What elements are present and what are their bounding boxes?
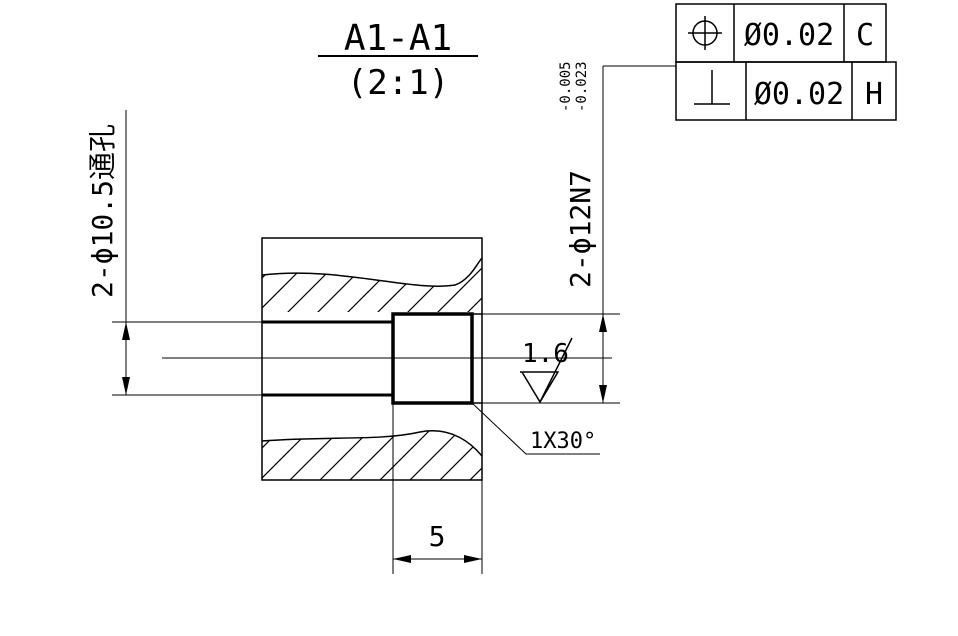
surface-roughness: 1.6 [520,337,573,404]
part-outline [261,237,483,481]
datum-c: C [856,18,874,53]
arrow-down-icon [599,385,607,403]
datum-h: H [865,77,883,112]
scale-label: (2:1) [347,63,449,103]
tolerance-upper: -0.005 [558,61,574,112]
chamfer-callout: 1X30° [471,402,600,455]
arrow-right-icon [464,555,482,563]
arrow-down-icon [122,377,130,395]
arrow-up-icon [122,322,130,340]
leader-line [471,402,600,455]
through-hole-dimension: 2-ϕ10.5通孔 [86,110,262,396]
arrow-up-icon [599,314,607,332]
section-title: A1-A1 (2:1) [318,18,478,103]
part-section [261,237,483,481]
position-icon [688,16,722,50]
roughness-value: 1.6 [522,339,569,369]
depth-value: 5 [429,520,446,553]
depth-dimension: 5 [392,403,483,574]
chamfer-label: 1X30° [530,429,596,454]
break-line-bottom [261,430,483,457]
counterbore-dimension: 2-ϕ12N7 -0.005 -0.023 [482,61,676,404]
perpendicularity-tolerance: Ø0.02 [754,77,844,112]
roughness-icon [520,337,573,404]
through-hole-edges [262,320,393,397]
tolerance-lower: -0.023 [574,61,590,112]
break-line-top [261,257,483,287]
perpendicularity-icon [694,70,730,105]
feature-control-frame: Ø0.02 C Ø0.02 H [675,3,897,121]
hatch-top [262,258,482,312]
position-tolerance: Ø0.02 [744,18,834,53]
section-label: A1-A1 [344,18,452,59]
hatch-bottom [262,430,482,480]
arrow-left-icon [393,555,411,563]
counterbore-label: 2-ϕ12N7 [564,170,597,288]
through-hole-label: 2-ϕ10.5通孔 [86,124,119,298]
